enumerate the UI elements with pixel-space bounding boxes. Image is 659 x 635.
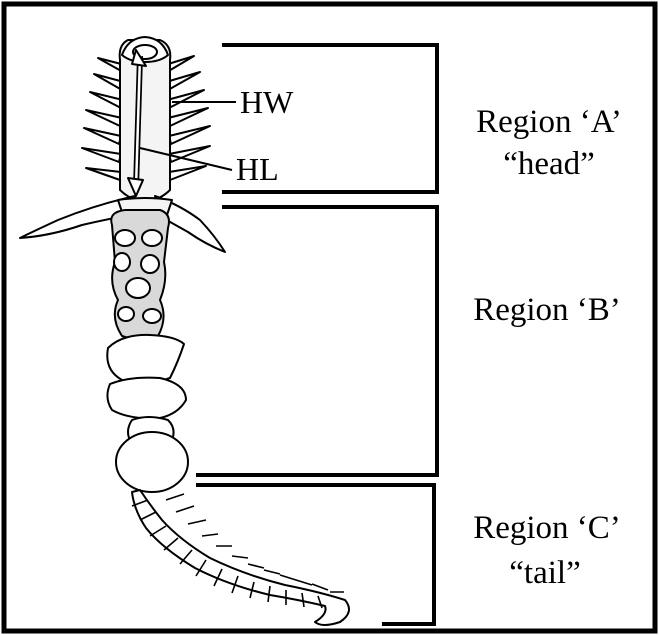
bulb	[116, 432, 188, 492]
region-c-name: Region ‘C’	[473, 510, 621, 546]
region-a-sub: “head”	[503, 146, 595, 182]
hw-label: HW	[240, 84, 294, 120]
region-b-mass	[111, 210, 169, 339]
segment-2	[107, 378, 186, 419]
hl-label: HL	[236, 151, 279, 187]
region-c-sub: “tail”	[509, 555, 580, 591]
region-a-name: Region ‘A’	[476, 104, 622, 140]
region-b-name: Region ‘B’	[473, 292, 621, 328]
